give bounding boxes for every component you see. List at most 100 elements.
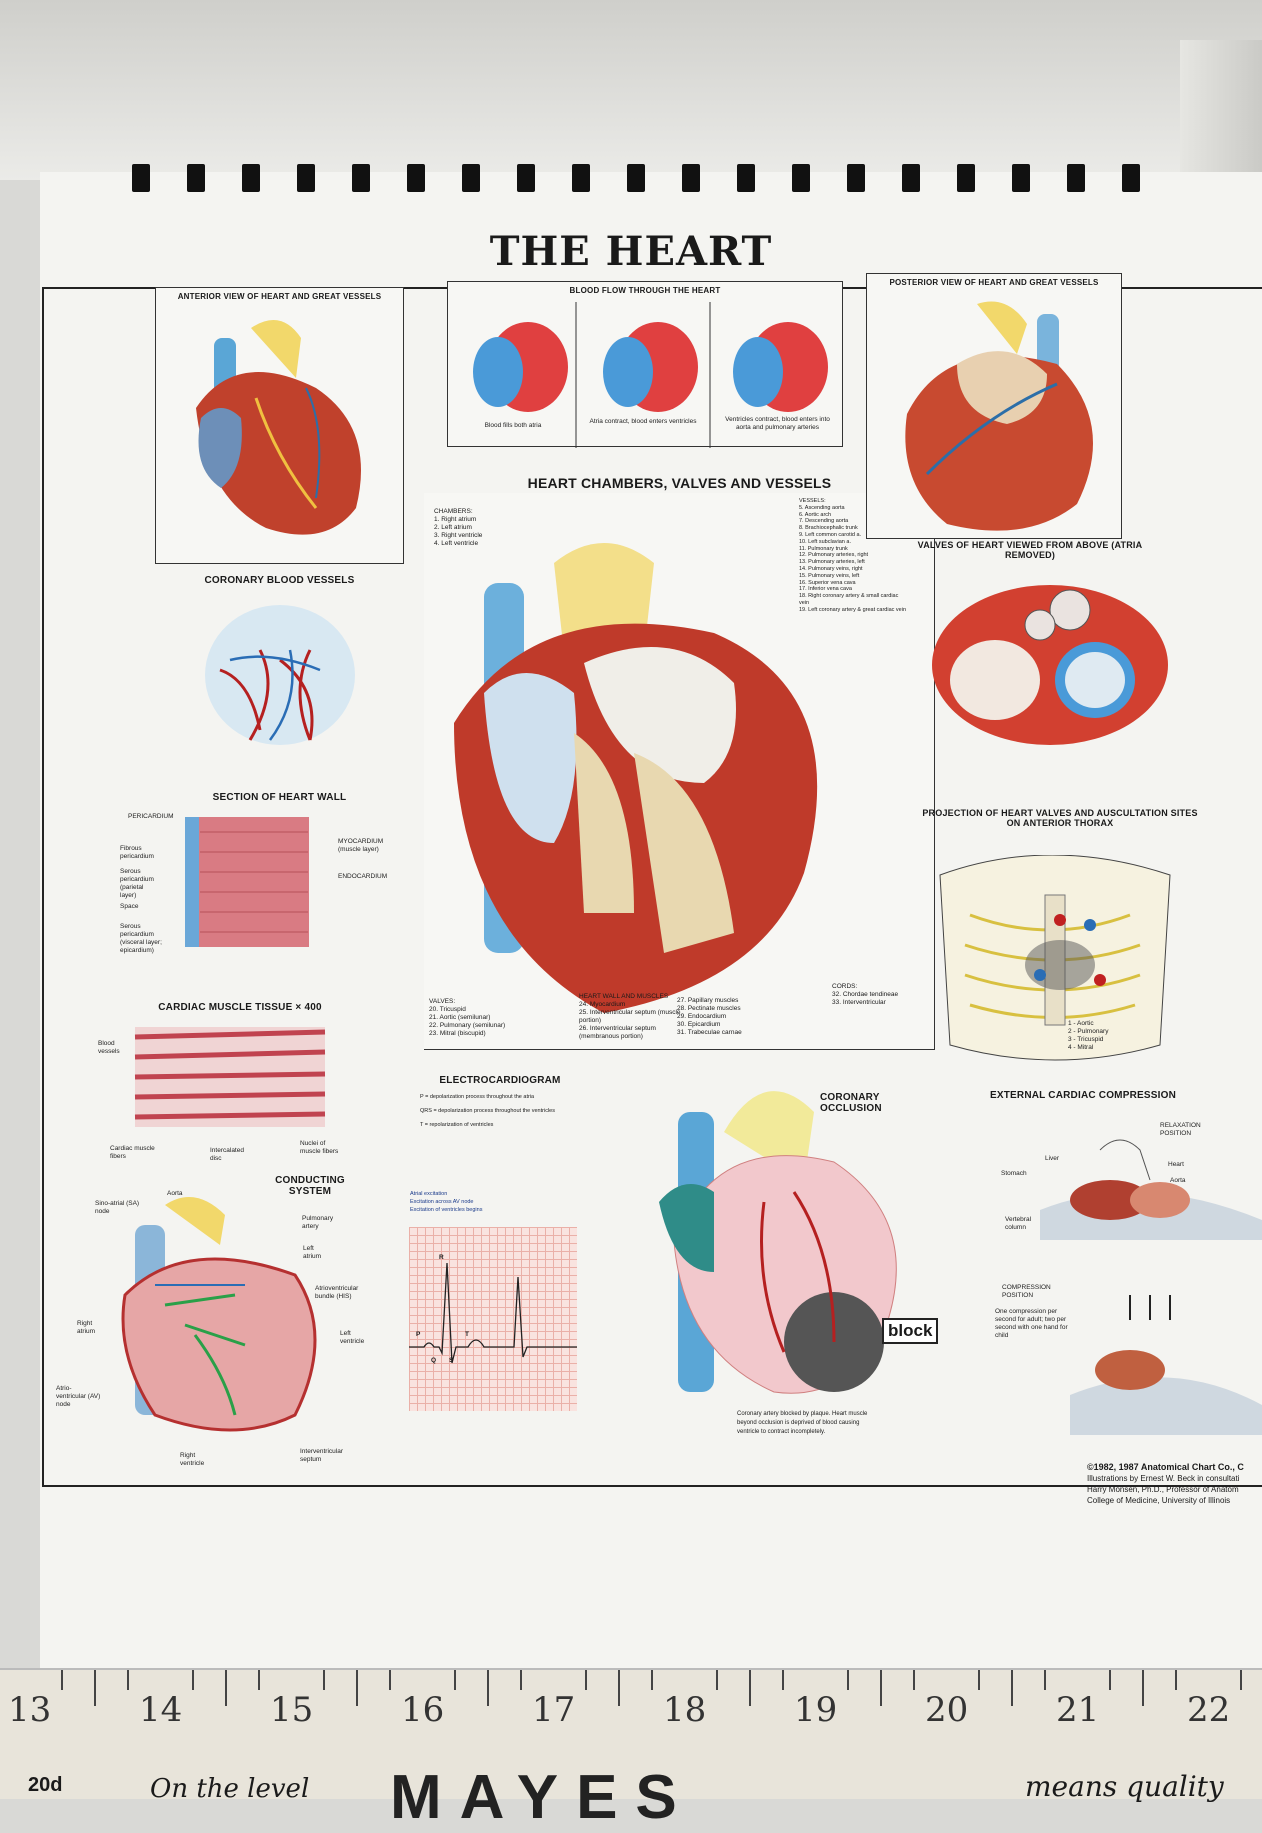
ruler-tick bbox=[225, 1670, 227, 1706]
binding-hole bbox=[572, 164, 590, 192]
ruler-tick bbox=[618, 1670, 620, 1706]
ruler-number: 13 bbox=[8, 1690, 52, 1730]
binding-hole bbox=[682, 164, 700, 192]
binding-hole bbox=[847, 164, 865, 192]
legend-line: 1. Right atrium bbox=[434, 516, 477, 523]
legend-line: P = depolarization process throughout th… bbox=[420, 1094, 535, 1100]
valves-above-illustration bbox=[932, 585, 1168, 745]
ruler-tick bbox=[913, 1670, 915, 1690]
ecg-wave-t: T bbox=[465, 1331, 469, 1338]
legend-line: 7. Descending aorta bbox=[799, 518, 849, 525]
ecg-wave-r: R bbox=[439, 1254, 444, 1261]
compression-label-aorta: Aorta bbox=[1170, 1177, 1186, 1184]
binding-hole bbox=[187, 164, 205, 192]
compression-label-stomach: Stomach bbox=[1001, 1170, 1027, 1177]
heart-cross-section-illustration bbox=[454, 543, 818, 1013]
compression-label-vertebral: Vertebral column bbox=[1005, 1216, 1032, 1231]
compression-label-liver: Liver bbox=[1045, 1155, 1060, 1162]
binding-hole bbox=[627, 164, 645, 192]
ruler-number: 15 bbox=[270, 1690, 314, 1730]
posterior-heart-illustration bbox=[905, 301, 1093, 531]
occlusion-caption: Coronary artery blocked by plaque. Heart… bbox=[737, 1411, 868, 1435]
binding-hole bbox=[352, 164, 370, 192]
compression-position-illustration bbox=[1070, 1295, 1262, 1435]
legend-line: 9. Left common carotid a. bbox=[799, 531, 862, 538]
copyright-block: ©1982, 1987 Anatomical Chart Co., C Illu… bbox=[1087, 1462, 1262, 1506]
ruler-tick bbox=[782, 1670, 784, 1690]
blood-flow-caption-2: Atria contract, blood enters ventricles bbox=[589, 418, 697, 425]
ruler-tick bbox=[1240, 1670, 1242, 1690]
ruler-slogan: means quality bbox=[1025, 1770, 1224, 1803]
legend-line: CHAMBERS: bbox=[434, 508, 473, 515]
ruler-tick bbox=[1109, 1670, 1111, 1690]
anterior-view-panel: ANTERIOR VIEW OF HEART AND GREAT VESSELS bbox=[155, 287, 404, 564]
compression-label-position: COMPRESSION POSITION bbox=[1002, 1284, 1051, 1299]
ruler-tick bbox=[585, 1670, 587, 1690]
compression-label-relaxation: RELAXATION POSITION bbox=[1160, 1122, 1201, 1137]
legend-line: 13. Pulmonary arteries, left bbox=[799, 559, 865, 566]
legend-line: 26. Interventricular septum (membranous … bbox=[579, 1025, 656, 1040]
ruler-tick bbox=[94, 1670, 96, 1706]
chambers-title: HEART CHAMBERS, VALVES AND VESSELS bbox=[527, 475, 832, 491]
binding-hole bbox=[1067, 164, 1085, 192]
legend-line: 33. Interventricular bbox=[832, 999, 886, 1006]
legend-line: 4. Left ventricle bbox=[434, 540, 479, 547]
binding-hole bbox=[792, 164, 810, 192]
blood-flow-panel: BLOOD FLOW THROUGH THE HEART Blood fills… bbox=[447, 281, 843, 448]
ruler-brand-logo: MAYES bbox=[390, 1763, 695, 1832]
ruler-tick bbox=[880, 1670, 882, 1706]
ruler-tick bbox=[716, 1670, 718, 1690]
cardiac-muscle-illustration bbox=[134, 1027, 326, 1127]
conducting-system-illustration bbox=[121, 1197, 317, 1432]
legend-line: 22. Pulmonary (semilunar) bbox=[429, 1022, 506, 1029]
ruler-tick bbox=[323, 1670, 325, 1690]
binding-hole bbox=[1122, 164, 1140, 192]
posterior-view-panel: POSTERIOR VIEW OF HEART AND GREAT VESSEL… bbox=[866, 273, 1122, 539]
legend-line: 11. Pulmonary trunk bbox=[799, 545, 848, 552]
conducting-system-title: CONDUCTING SYSTEM bbox=[275, 1175, 345, 1197]
legend-line: 21. Aortic (semilunar) bbox=[429, 1014, 491, 1021]
conducting-label-pulmonary: Pulmonary artery bbox=[302, 1215, 334, 1230]
binding-hole bbox=[297, 164, 315, 192]
ruler-tick bbox=[61, 1670, 63, 1690]
legend-line: Excitation of ventricles begins bbox=[410, 1207, 483, 1213]
ruler-left-text: 20d bbox=[28, 1774, 63, 1796]
legend-line: Excitation across AV node bbox=[410, 1199, 474, 1205]
credit-line: Harry Monsen, Ph.D., Professor of Anatom bbox=[1087, 1485, 1239, 1494]
occlusion-title: CORONARY OCCLUSION bbox=[820, 1092, 882, 1114]
ruler-tick bbox=[749, 1670, 751, 1706]
page-title: THE HEART bbox=[489, 228, 773, 275]
legend-line: 18. Right coronary artery & small cardia… bbox=[799, 593, 899, 606]
blood-flow-illustrations bbox=[473, 302, 828, 448]
legend-line: T = repolarization of ventricles bbox=[420, 1122, 494, 1128]
anterior-view-title: ANTERIOR VIEW OF HEART AND GREAT VESSELS bbox=[177, 292, 382, 301]
muscle-label-fibers: Cardiac muscle fibers bbox=[110, 1145, 155, 1160]
wall-label-serous-parietal: Serous pericardium (parietal layer) bbox=[120, 868, 154, 899]
credit-line: College of Medicine, University of Illin… bbox=[1087, 1496, 1231, 1505]
binder-cover bbox=[0, 0, 1262, 180]
ecg-definitions: P = depolarization process throughout th… bbox=[420, 1093, 560, 1129]
legend-line: 5. Ascending aorta bbox=[799, 504, 845, 511]
wall-label-myocardium: MYOCARDIUM (muscle layer) bbox=[338, 838, 384, 853]
ruler-tick bbox=[356, 1670, 358, 1706]
ruler-number: 22 bbox=[1187, 1690, 1231, 1730]
legend-line: 29. Endocardium bbox=[677, 1013, 727, 1020]
legend-line: 25. Interventricular septum (muscle port… bbox=[579, 1009, 681, 1024]
legend-line: 2 - Pulmonary bbox=[1068, 1028, 1109, 1035]
coronary-vessels-illustration bbox=[205, 605, 355, 745]
ruler-tick bbox=[192, 1670, 194, 1690]
projection-title: PROJECTION OF HEART VALVES AND AUSCULTAT… bbox=[922, 808, 1198, 828]
legend-line: 1 - Aortic bbox=[1068, 1020, 1094, 1027]
conducting-label-sa: Sino-atrial (SA) node bbox=[95, 1200, 140, 1215]
legend-line: 20. Tricuspid bbox=[429, 1006, 466, 1013]
wall-label-pericardium: PERICARDIUM bbox=[128, 813, 174, 820]
posterior-view-title: POSTERIOR VIEW OF HEART AND GREAT VESSEL… bbox=[889, 278, 1099, 287]
heart-wall-title: SECTION OF HEART WALL bbox=[212, 792, 347, 803]
legend-line: 19. Left coronary artery & great cardiac… bbox=[799, 606, 906, 613]
legend-line: 15. Pulmonary veins, left bbox=[799, 572, 860, 579]
